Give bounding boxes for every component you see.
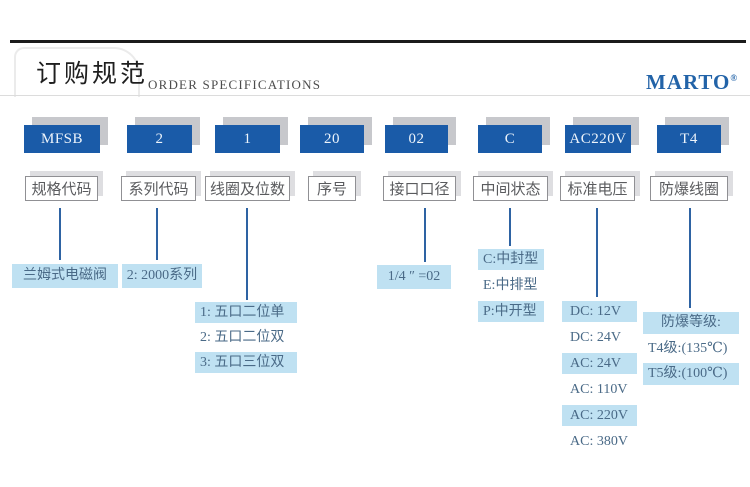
connector-line-port bbox=[424, 208, 426, 262]
note-item: AC: 24V bbox=[562, 353, 637, 374]
notes-exproof: 防爆等级: T4级:(135℃) T5级:(100℃) bbox=[643, 312, 739, 385]
label-box-series: 系列代码 bbox=[121, 176, 196, 201]
note-item: T4级:(135℃) bbox=[648, 341, 728, 356]
note-item: AC: 380V bbox=[570, 434, 628, 449]
note-item: AC: 110V bbox=[570, 382, 628, 397]
code-box-voltage: AC220V bbox=[565, 125, 631, 153]
note-item: 2: 五口二位双 bbox=[200, 330, 285, 345]
note-item: 防爆等级: bbox=[643, 312, 739, 334]
connector-line-coil bbox=[246, 208, 248, 300]
note-item: 兰姆式电磁阀 bbox=[12, 264, 118, 288]
connector-line-spec bbox=[59, 208, 61, 260]
notes-port: 1/4 ″ =02 bbox=[377, 265, 451, 289]
code-box-exproof: T4 bbox=[657, 125, 721, 153]
label-box-coil: 线圈及位数 bbox=[205, 176, 290, 201]
label-box-port: 接口口径 bbox=[383, 176, 456, 201]
note-item: 1: 五口二位单 bbox=[195, 302, 297, 323]
note-item: 3: 五口三位双 bbox=[195, 352, 297, 373]
note-item: E:中排型 bbox=[483, 278, 538, 293]
page-subtitle: ORDER SPECIFICATIONS bbox=[148, 77, 322, 92]
title-tab-outline bbox=[14, 47, 140, 97]
code-box-spec: MFSB bbox=[24, 125, 100, 153]
notes-mid: C:中封型 E:中排型 P:中开型 bbox=[478, 249, 544, 322]
note-item: P:中开型 bbox=[478, 301, 544, 322]
note-item: T5级:(100℃) bbox=[643, 363, 739, 385]
connector-line-exproof bbox=[689, 208, 691, 308]
label-box-voltage: 标准电压 bbox=[560, 176, 635, 201]
note-item: C:中封型 bbox=[478, 249, 544, 270]
connector-line-voltage bbox=[596, 208, 598, 297]
note-item: 2: 2000系列 bbox=[122, 264, 202, 288]
code-box-serial: 20 bbox=[300, 125, 364, 153]
brand-name: MARTO bbox=[646, 70, 731, 94]
notes-spec: 兰姆式电磁阀 bbox=[12, 264, 118, 288]
notes-series: 2: 2000系列 bbox=[122, 264, 202, 288]
label-box-serial: 序号 bbox=[308, 176, 356, 201]
notes-coil: 1: 五口二位单 2: 五口二位双 3: 五口三位双 bbox=[195, 302, 297, 373]
connector-line-series bbox=[156, 208, 158, 260]
page-title: 订购规范 bbox=[36, 61, 149, 88]
code-box-coil: 1 bbox=[215, 125, 280, 153]
header-hairline bbox=[0, 95, 750, 96]
connector-line-mid bbox=[509, 208, 511, 246]
note-item: AC: 220V bbox=[562, 405, 637, 426]
code-box-port: 02 bbox=[385, 125, 448, 153]
code-box-series: 2 bbox=[127, 125, 192, 153]
registered-mark: ® bbox=[730, 73, 739, 83]
brand-logo: MARTO® bbox=[646, 70, 738, 95]
note-item: 1/4 ″ =02 bbox=[377, 265, 451, 289]
label-box-exproof: 防爆线圈 bbox=[650, 176, 728, 201]
label-box-mid: 中间状态 bbox=[473, 176, 548, 201]
label-box-spec: 规格代码 bbox=[25, 176, 98, 201]
note-item: DC: 12V bbox=[562, 301, 637, 322]
code-box-mid: C bbox=[478, 125, 542, 153]
note-item: DC: 24V bbox=[570, 330, 621, 345]
notes-voltage: DC: 12V DC: 24V AC: 24V AC: 110V AC: 220… bbox=[562, 301, 637, 452]
top-divider-rule bbox=[10, 40, 746, 43]
